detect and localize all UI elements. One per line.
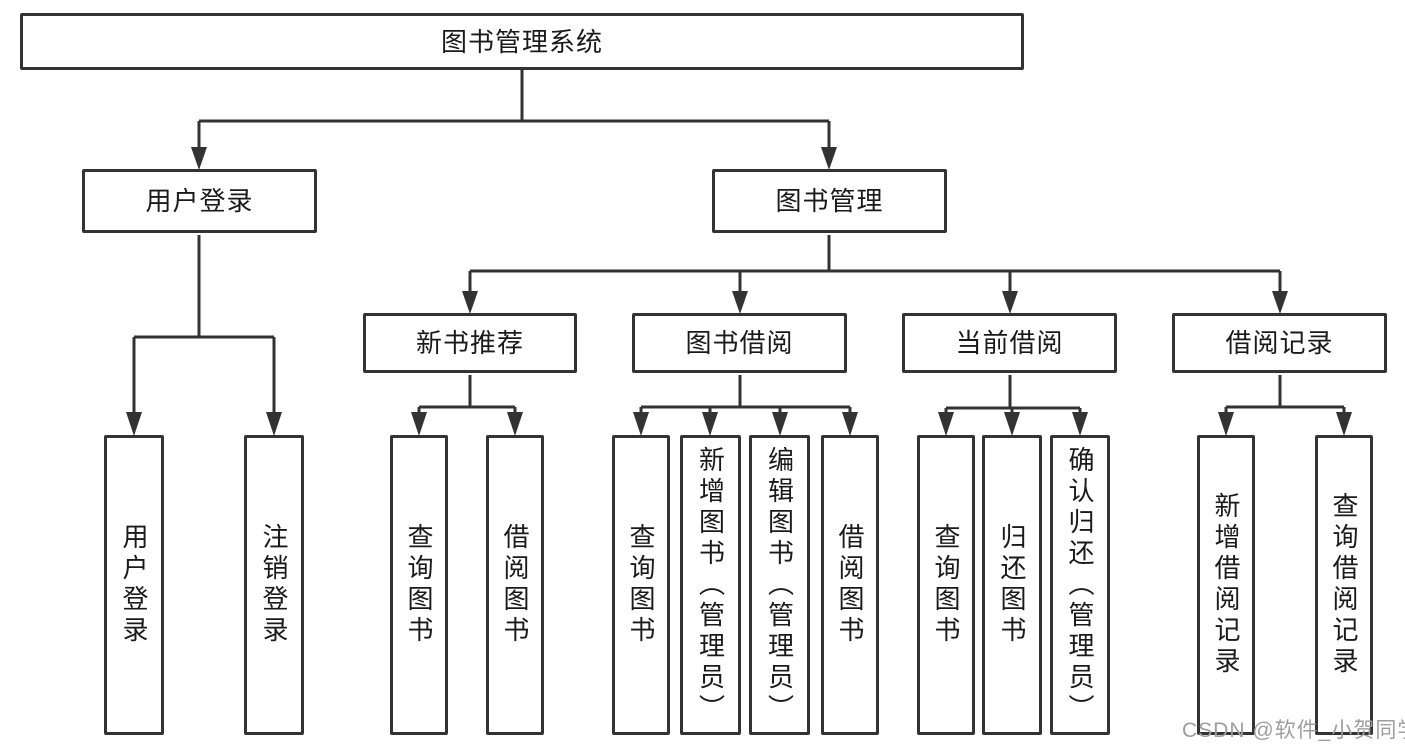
node-user-login: 用户登录	[82, 169, 317, 233]
leaf-currentborrow-return: 归还图书	[982, 435, 1042, 735]
arrowhead	[1004, 412, 1020, 436]
leaf-logout: 注销登录	[244, 435, 304, 735]
arrowhead	[1272, 291, 1288, 314]
arrowhead	[732, 291, 748, 314]
arrowhead	[772, 412, 788, 436]
arrowhead	[411, 412, 427, 436]
arrowhead	[191, 147, 207, 170]
arrowhead	[1336, 412, 1352, 436]
edge-bookmgmt-to-level3	[468, 235, 1282, 294]
node-user-login-label: 用户登录	[145, 186, 254, 216]
arrowhead	[633, 412, 649, 436]
csdn-watermark: CSDN @软件_小贺同学	[1182, 719, 1405, 742]
edge-root-to-level2	[197, 70, 831, 150]
arrowhead	[126, 412, 142, 436]
arrowhead	[1072, 412, 1088, 436]
edge-bookborrow-to-leaves	[639, 375, 852, 414]
edge-newbooks-to-leaves	[417, 375, 517, 414]
arrowhead	[842, 412, 858, 436]
edge-borrowrecords-to-leaves	[1224, 375, 1346, 414]
leaf-bookborrow-query: 查询图书	[612, 435, 670, 735]
leaf-records-query-label: 查询借阅记录	[1329, 492, 1359, 678]
leaf-bookborrow-edit: 编辑图书（管理员）	[749, 435, 810, 735]
node-book-mgmt-label: 图书管理	[775, 186, 884, 216]
leaf-user-login-label: 用户登录	[119, 523, 149, 647]
leaf-bookborrow-query-label: 查询图书	[626, 523, 656, 647]
arrowhead	[266, 412, 282, 436]
leaf-currentborrow-query-label: 查询图书	[931, 523, 961, 647]
node-root-label: 图书管理系统	[440, 26, 603, 57]
leaf-records-add: 新增借阅记录	[1197, 435, 1255, 735]
leaf-bookborrow-add-label: 新增图书（管理员）	[695, 445, 726, 725]
edge-currentborrow-to-leaves	[944, 375, 1082, 414]
leaf-newbooks-query-label: 查询图书	[404, 523, 434, 647]
node-current-borrow-label: 当前借阅	[955, 328, 1064, 358]
leaf-bookborrow-add: 新增图书（管理员）	[680, 435, 741, 735]
node-new-books-label: 新书推荐	[415, 328, 524, 358]
node-book-mgmt: 图书管理	[712, 169, 947, 233]
arrowhead	[821, 147, 837, 170]
arrowhead	[938, 412, 954, 436]
arrowhead	[1002, 291, 1018, 314]
arrowhead	[462, 291, 478, 314]
leaf-bookborrow-edit-label: 编辑图书（管理员）	[764, 445, 795, 725]
leaf-bookborrow-borrow-label: 借阅图书	[835, 523, 865, 647]
node-current-borrow: 当前借阅	[902, 313, 1117, 373]
arrowhead	[702, 412, 718, 436]
leaf-logout-label: 注销登录	[259, 523, 289, 647]
leaf-records-add-label: 新增借阅记录	[1211, 492, 1241, 678]
node-book-borrow-label: 图书借阅	[685, 328, 794, 358]
arrowhead	[507, 412, 523, 436]
leaf-newbooks-borrow-label: 借阅图书	[500, 523, 530, 647]
node-borrow-records: 借阅记录	[1172, 313, 1387, 373]
node-borrow-records-label: 借阅记录	[1225, 328, 1334, 358]
leaf-bookborrow-borrow: 借阅图书	[821, 435, 879, 735]
node-root: 图书管理系统	[20, 13, 1024, 70]
arrowhead	[1218, 412, 1234, 436]
leaf-newbooks-borrow: 借阅图书	[486, 435, 544, 735]
leaf-user-login: 用户登录	[104, 435, 164, 735]
leaf-currentborrow-return-label: 归还图书	[997, 523, 1027, 647]
node-book-borrow: 图书借阅	[632, 313, 847, 373]
leaf-records-query: 查询借阅记录	[1315, 435, 1373, 735]
edge-userlogin-to-leaves	[132, 235, 276, 414]
leaf-currentborrow-confirm-label: 确认归还（管理员）	[1065, 445, 1095, 725]
node-new-books: 新书推荐	[363, 313, 577, 373]
leaf-newbooks-query: 查询图书	[390, 435, 448, 735]
leaf-currentborrow-confirm: 确认归还（管理员）	[1050, 435, 1110, 735]
leaf-currentborrow-query: 查询图书	[917, 435, 975, 735]
